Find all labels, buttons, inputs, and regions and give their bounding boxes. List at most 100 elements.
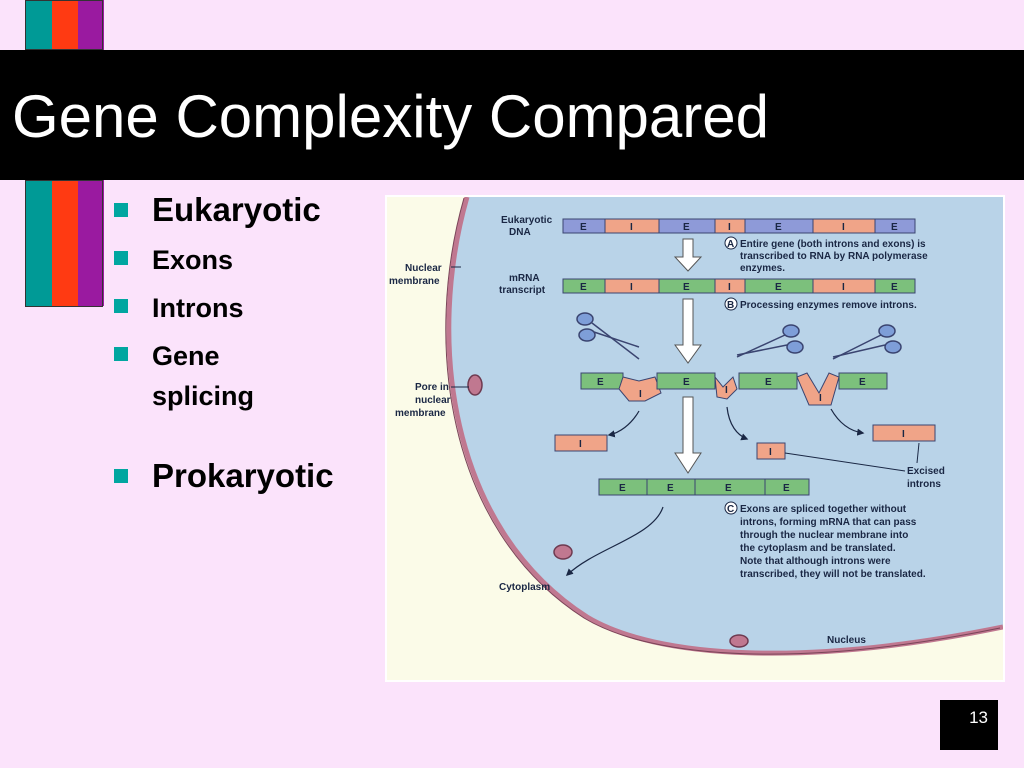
svg-text:transcribed to RNA by RNA poly: transcribed to RNA by RNA polymerase [740, 251, 928, 262]
svg-text:E: E [891, 282, 898, 293]
svg-text:Processing enzymes remove intr: Processing enzymes remove introns. [740, 300, 917, 311]
label-nucleus: Nucleus [827, 635, 866, 646]
svg-text:E: E [619, 483, 626, 494]
svg-text:E: E [891, 222, 898, 233]
svg-text:the cytoplasm and be translate: the cytoplasm and be translated. [740, 543, 896, 554]
bullet-text: Exons [152, 245, 234, 275]
stripe-frame-bottom [25, 180, 103, 307]
label-excised-introns: Excised introns [784, 442, 945, 490]
svg-text:I: I [819, 393, 822, 404]
square-bullet-icon [114, 203, 128, 217]
svg-text:E: E [725, 483, 732, 494]
svg-text:introns: introns [907, 479, 941, 490]
bullet-introns: Introns [114, 288, 384, 328]
svg-text:mRNA: mRNA [509, 273, 540, 284]
svg-text:E: E [683, 222, 690, 233]
square-bullet-icon [114, 251, 128, 265]
svg-text:Entire gene (both introns and: Entire gene (both introns and exons) is [740, 239, 926, 250]
svg-text:I: I [725, 385, 728, 396]
svg-text:E: E [580, 282, 587, 293]
svg-text:E: E [683, 282, 690, 293]
splicing-intermediate: E I E I E I E [580, 372, 888, 406]
svg-text:I: I [842, 222, 845, 233]
svg-text:I: I [728, 282, 731, 293]
stripe-frame-top [25, 0, 103, 50]
down-arrow [674, 298, 702, 364]
svg-text:transcribed, they will not be: transcribed, they will not be translated… [740, 569, 926, 580]
label-mrna-transcript: mRNA transcript [499, 273, 546, 296]
stripe-red-bottom [52, 180, 78, 306]
svg-text:I: I [630, 282, 633, 293]
splicing-diagram: Eukaryotic DNA Nuclear membrane mRNA tra… [389, 197, 1003, 656]
svg-text:I: I [579, 439, 582, 450]
bullet-gene-splicing: Gene splicing [114, 336, 384, 416]
svg-text:DNA: DNA [509, 227, 531, 238]
nuclear-membrane [446, 197, 1003, 656]
square-bullet-icon [114, 469, 128, 483]
nuclear-pore [467, 374, 749, 648]
svg-text:membrane: membrane [395, 408, 446, 419]
mature-mrna: E E E E [598, 478, 810, 496]
scissors-icon [736, 324, 804, 358]
svg-text:B: B [727, 300, 734, 311]
svg-text:through the nuclear membrane i: through the nuclear membrane into [740, 530, 908, 541]
stripe-purple-bottom [78, 180, 104, 306]
stripe-purple-top [78, 0, 104, 50]
svg-text:I: I [630, 222, 633, 233]
svg-text:E: E [597, 377, 604, 388]
svg-text:Excised: Excised [907, 466, 945, 477]
svg-text:E: E [765, 377, 772, 388]
svg-text:I: I [769, 447, 772, 458]
label-nuclear-membrane: Nuclear membrane [389, 263, 461, 287]
svg-text:enzymes.: enzymes. [740, 263, 785, 274]
slide-title: Gene Complexity Compared [12, 83, 770, 150]
svg-text:introns, forming mRNA that can: introns, forming mRNA that can pass [740, 517, 917, 528]
svg-text:Exons are spliced together wit: Exons are spliced together without [740, 504, 907, 515]
stripe-red-top [52, 0, 78, 50]
scissors-icon [832, 324, 902, 360]
svg-text:Pore in: Pore in [415, 382, 449, 393]
square-bullet-icon [114, 347, 128, 361]
gene-splicing-figure: Eukaryotic DNA Nuclear membrane mRNA tra… [385, 195, 1005, 682]
title-bar [0, 50, 1024, 180]
svg-text:C: C [727, 504, 734, 515]
step-c-note: C Exons are spliced together without int… [724, 501, 926, 580]
svg-text:I: I [639, 389, 642, 400]
svg-text:E: E [667, 483, 674, 494]
label-cytoplasm: Cytoplasm [499, 582, 550, 593]
label-eukaryotic-dna: Eukaryotic DNA [501, 215, 553, 238]
svg-text:Note that although introns wer: Note that although introns were [740, 556, 891, 567]
svg-text:I: I [902, 429, 905, 440]
bullet-list: Eukaryotic Exons Introns Gene splicing P… [114, 190, 384, 496]
bullet-eukaryotic: Eukaryotic [114, 190, 384, 230]
svg-text:I: I [842, 282, 845, 293]
svg-text:I: I [728, 222, 731, 233]
svg-text:E: E [580, 222, 587, 233]
svg-text:membrane: membrane [389, 276, 440, 287]
svg-text:E: E [775, 222, 782, 233]
bullet-text: Introns [152, 293, 244, 323]
step-b-note: B Processing enzymes remove introns. [724, 297, 917, 311]
stripe-teal-top [26, 0, 52, 50]
svg-text:E: E [859, 377, 866, 388]
down-arrow [673, 238, 703, 272]
square-bullet-icon [114, 299, 128, 313]
svg-text:Nuclear: Nuclear [405, 263, 442, 274]
page-number: 13 [940, 700, 998, 750]
excised-intron: I I I [554, 424, 936, 460]
svg-text:Eukaryotic: Eukaryotic [501, 215, 553, 226]
svg-text:E: E [775, 282, 782, 293]
svg-text:A: A [727, 239, 734, 250]
dna-strand: E I E I E I E [562, 218, 916, 234]
label-pore: Pore in nuclear membrane [395, 382, 469, 419]
svg-text:E: E [683, 377, 690, 388]
down-arrow [674, 396, 702, 474]
nucleus-region [448, 197, 1003, 654]
bullet-exons: Exons [114, 240, 384, 280]
scissors-icon [576, 312, 640, 360]
svg-text:E: E [783, 483, 790, 494]
bullet-text: Eukaryotic [152, 191, 321, 228]
step-a-note: A Entire gene (both introns and exons) i… [724, 236, 928, 274]
svg-text:transcript: transcript [499, 285, 546, 296]
bullet-text: Gene splicing [152, 341, 255, 411]
